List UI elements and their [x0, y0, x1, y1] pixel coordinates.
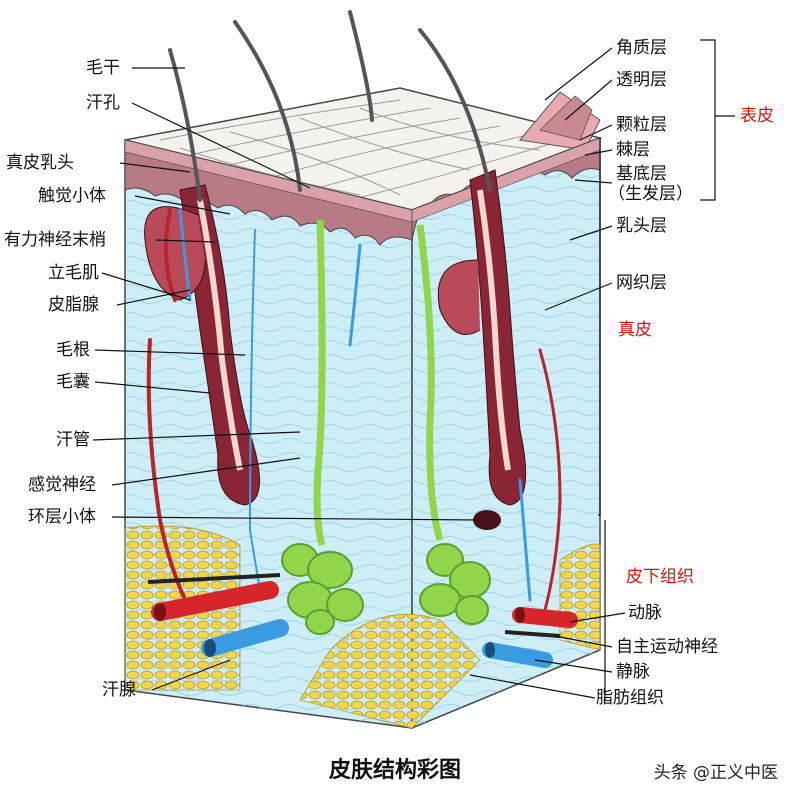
artery-right — [512, 607, 578, 628]
label-fat-tissue: 脂肪组织 — [596, 688, 664, 708]
blood-vessels — [146, 208, 562, 612]
label-hair-shaft: 毛干 — [86, 58, 120, 78]
label-germinal-layer: （生发层） — [608, 184, 693, 204]
artery-left — [151, 581, 279, 621]
label-hair-follicle: 毛囊 — [56, 372, 90, 392]
label-stratum-corneum: 角质层 — [616, 38, 667, 58]
hair-follicle-right — [437, 169, 527, 506]
leader-lines — [92, 39, 735, 700]
pacinian-corpuscle — [473, 510, 501, 530]
label-sensory-nerve: 感觉神经 — [28, 475, 96, 495]
label-vein: 静脉 — [616, 662, 650, 682]
label-reticular-layer: 网织层 — [616, 273, 667, 293]
figure-caption: 皮肤结构彩图 — [328, 758, 461, 783]
label-dermis: 真皮 — [618, 320, 652, 340]
label-stratum-basale: 基底层 — [616, 164, 667, 184]
label-arrector-pili: 立毛肌 — [48, 263, 99, 283]
label-nerve-ending: 有力神经末梢 — [4, 230, 106, 250]
label-pacinian-corpuscle: 环层小体 — [28, 507, 96, 527]
label-subcutis: 皮下组织 — [626, 567, 694, 587]
label-hair-root: 毛根 — [56, 340, 90, 360]
watermark: 头条 @正义中医 — [653, 763, 778, 783]
label-sweat-pore: 汗孔 — [86, 93, 120, 113]
label-sweat-duct: 汗管 — [56, 430, 90, 450]
label-epidermis: 表皮 — [740, 106, 774, 126]
label-papillary-layer: 乳头层 — [616, 216, 667, 236]
label-sebaceous-gland: 皮脂腺 — [48, 295, 99, 315]
sweat-glands — [281, 219, 491, 635]
label-dermal-papilla: 真皮乳头 — [6, 153, 74, 173]
nerve-right — [504, 630, 561, 638]
hair-follicle-left — [144, 184, 261, 506]
label-meissner-corpuscle: 触觉小体 — [38, 186, 106, 206]
label-artery: 动脉 — [628, 603, 662, 623]
nerve-left — [147, 573, 281, 584]
vein-left — [201, 619, 289, 657]
label-stratum-lucidum: 透明层 — [616, 70, 667, 90]
label-sweat-gland: 汗腺 — [102, 680, 136, 700]
hair-shafts — [168, 10, 492, 202]
label-autonomic-nerve: 自主运动神经 — [616, 637, 718, 657]
vein-right — [482, 642, 553, 668]
label-stratum-spinosum: 棘层 — [616, 140, 650, 160]
label-stratum-granulosum: 颗粒层 — [616, 115, 667, 135]
